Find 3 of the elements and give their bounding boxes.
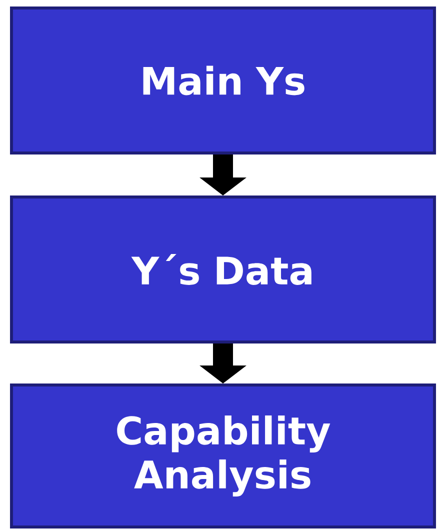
process-box: Capability Analysis — [10, 384, 436, 528]
process-box: Y´s Data — [10, 196, 436, 344]
process-box: Main Ys — [10, 6, 436, 154]
